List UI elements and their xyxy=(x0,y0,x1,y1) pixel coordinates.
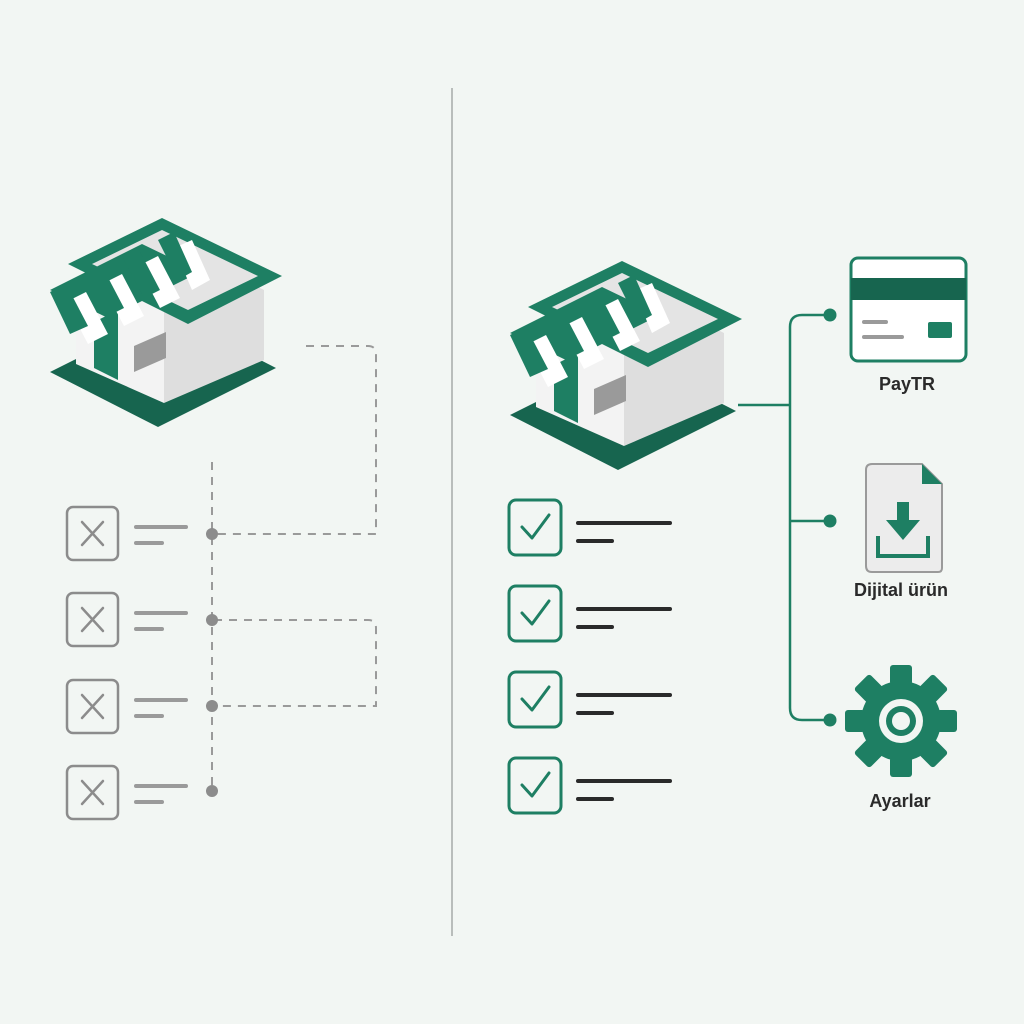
list-item xyxy=(65,505,218,562)
integration-digital-product: Dijital ürün xyxy=(854,463,948,600)
storefront-icon xyxy=(510,261,742,470)
checkbox-done xyxy=(507,584,563,643)
checkbox-failed xyxy=(65,678,120,735)
check-icon xyxy=(520,771,551,798)
after-checklist xyxy=(507,498,672,815)
checkbox-done xyxy=(507,498,563,557)
checkbox-failed xyxy=(65,505,120,562)
check-icon xyxy=(520,513,551,540)
check-icon xyxy=(520,599,551,626)
settings-label: Ayarlar xyxy=(869,791,930,811)
connector-dot xyxy=(823,514,837,528)
integration-settings: Ayarlar xyxy=(845,665,957,811)
storefront-icon xyxy=(50,218,282,427)
connector-dot xyxy=(823,713,837,727)
checkbox-done xyxy=(507,670,563,729)
before-checklist xyxy=(65,505,218,821)
paytr-label: PayTR xyxy=(879,374,935,394)
list-item xyxy=(507,756,672,815)
list-item xyxy=(507,584,672,643)
list-item xyxy=(507,670,672,729)
list-item xyxy=(65,678,218,735)
checkbox-done xyxy=(507,756,563,815)
after-panel: PayTR Dijital ürün xyxy=(507,256,968,815)
integration-paytr: PayTR xyxy=(849,256,968,394)
checkbox-failed xyxy=(65,591,120,648)
digital-product-label: Dijital ürün xyxy=(854,580,948,600)
x-icon xyxy=(80,606,105,633)
x-icon xyxy=(80,693,105,720)
list-item xyxy=(507,498,672,557)
before-panel xyxy=(50,218,377,821)
list-item xyxy=(65,591,218,648)
check-icon xyxy=(520,685,551,712)
x-icon xyxy=(80,520,105,547)
list-item xyxy=(65,764,218,821)
connector-dot xyxy=(823,308,837,322)
credit-card-icon xyxy=(849,256,968,363)
checkbox-failed xyxy=(65,764,120,821)
connector-dot xyxy=(206,528,218,540)
solid-connector xyxy=(738,313,830,722)
connector-dot xyxy=(206,700,218,712)
gear-icon xyxy=(845,665,957,777)
connector-dot xyxy=(206,785,218,797)
dashed-connector xyxy=(211,345,377,790)
x-icon xyxy=(80,779,105,806)
connector-dot xyxy=(206,614,218,626)
download-file-icon xyxy=(865,463,943,573)
